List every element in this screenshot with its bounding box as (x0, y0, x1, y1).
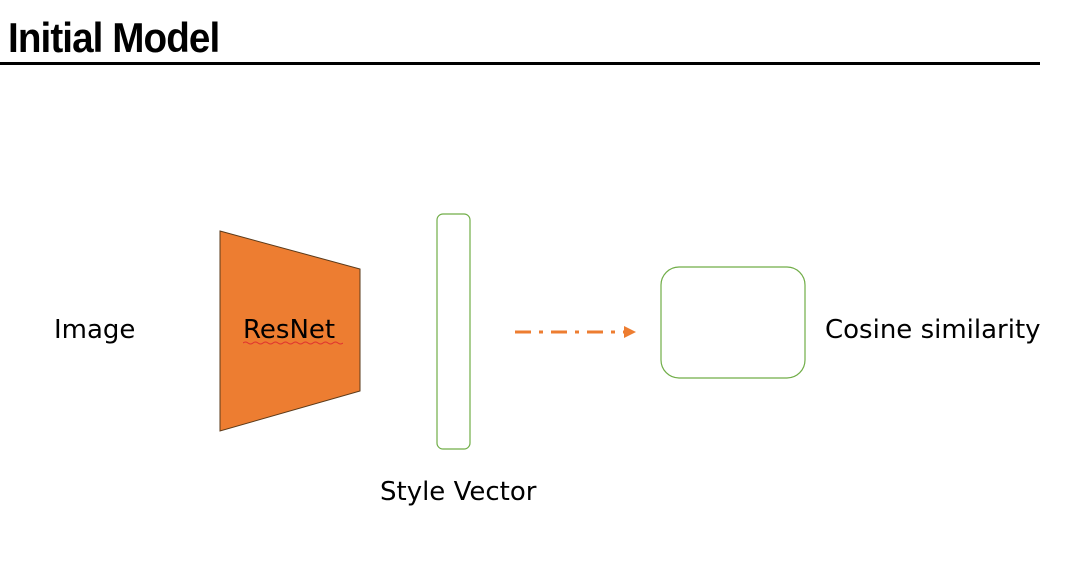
spellcheck-squiggle-icon (243, 341, 343, 345)
resnet-block (219, 230, 361, 432)
cosine-similarity-label: Cosine similarity (825, 315, 1041, 345)
title-underline (0, 62, 1040, 65)
style-vector-box (436, 213, 471, 450)
style-vector-label: Style Vector (380, 477, 537, 507)
arrow-head-icon (624, 326, 636, 338)
image-label: Image (54, 315, 136, 345)
resnet-label: ResNet (243, 315, 336, 345)
slide-title: Initial Model (8, 14, 220, 61)
cosine-similarity-box (660, 266, 806, 379)
